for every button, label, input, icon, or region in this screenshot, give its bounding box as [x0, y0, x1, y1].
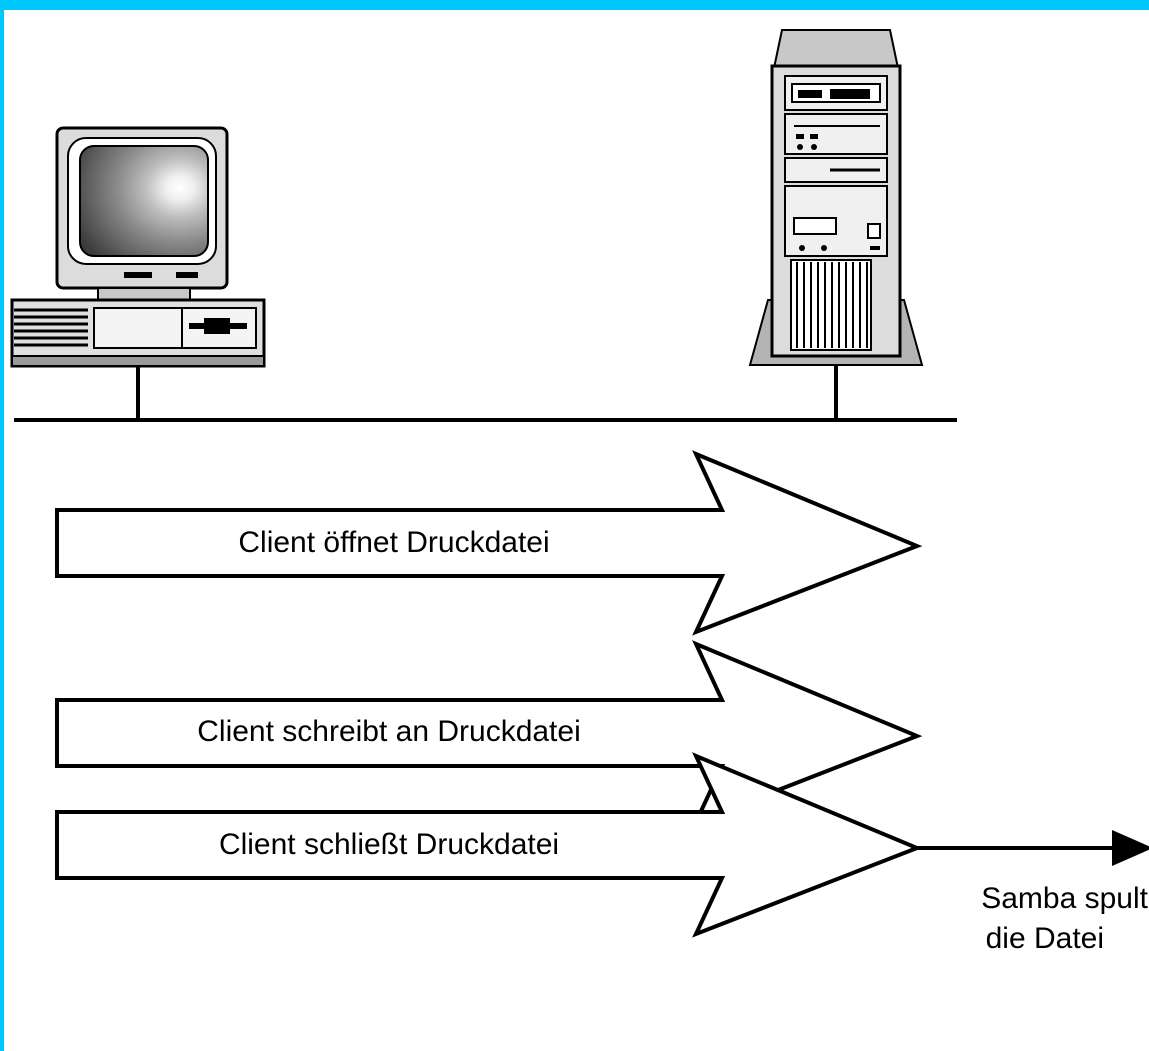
step-arrow-2: Client schreibt an Druckdatei — [55, 640, 923, 826]
result-label-line2: die Datei — [986, 922, 1104, 955]
step-arrow-3: Client schließt Druckdatei — [55, 752, 923, 938]
result-arrow — [917, 830, 1149, 866]
step-label-2: Client schreibt an Druckdatei — [197, 715, 581, 748]
desktop-computer-icon — [10, 126, 266, 368]
step-label-3: Client schließt Druckdatei — [219, 828, 559, 861]
step-label-1: Client öffnet Druckdatei — [238, 526, 549, 559]
result-label-line1: Samba spult — [981, 882, 1148, 915]
step-arrow-1: Client öffnet Druckdatei — [55, 450, 923, 636]
network-connection — [14, 366, 957, 422]
tower-server-icon — [748, 29, 924, 366]
